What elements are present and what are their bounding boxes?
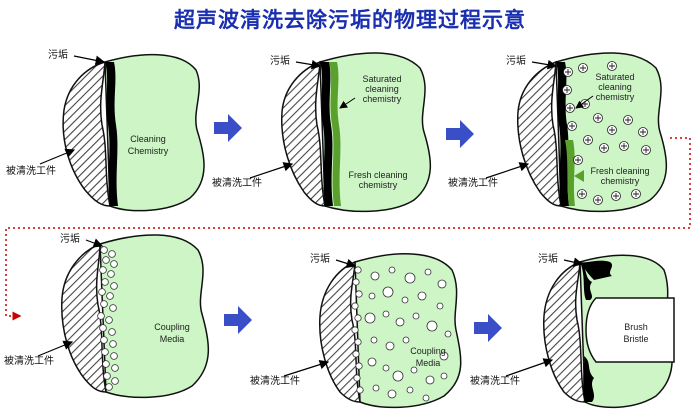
panel-3: Saturated cleaning chemistry Fresh clean… bbox=[448, 52, 668, 213]
flow-arrow-1 bbox=[214, 114, 242, 142]
plus-circle-icon bbox=[578, 63, 588, 73]
dirt-layer bbox=[105, 62, 118, 206]
panel-2-text-3: chemistry bbox=[363, 94, 402, 104]
panel-2-text-1: Saturated bbox=[362, 74, 401, 84]
panel-6-text-1: Brush bbox=[624, 322, 648, 332]
plus-circle-icon bbox=[573, 155, 583, 165]
dirt-label: 污垢 bbox=[270, 55, 290, 67]
panel-5: Coupling Media 污垢 被清洗工件 bbox=[250, 253, 462, 409]
panel-3-text-5: chemistry bbox=[601, 176, 640, 186]
workpiece-label: 被清洗工件 bbox=[250, 374, 300, 387]
coupling-bubble-layer bbox=[351, 266, 364, 394]
workpiece-label: 被清洗工件 bbox=[4, 354, 54, 367]
panel-2: Saturated cleaning chemistry Fresh clean… bbox=[212, 52, 432, 213]
liquid-region bbox=[354, 253, 462, 409]
flow-arrow-4 bbox=[474, 314, 502, 342]
dirt-label: 污垢 bbox=[538, 253, 558, 265]
dirt-layer bbox=[583, 356, 594, 402]
dirt-label: 污垢 bbox=[506, 55, 526, 67]
plus-circle-icon bbox=[638, 127, 648, 137]
panel-1-text-2: Chemistry bbox=[128, 146, 169, 156]
panel-2-text-5: chemistry bbox=[359, 180, 398, 190]
fresh-chemistry-pointer bbox=[574, 170, 584, 182]
workpiece-label: 被清洗工件 bbox=[448, 176, 498, 189]
plus-circle-icon bbox=[567, 121, 577, 131]
saturated-layer bbox=[329, 62, 341, 206]
panel-2-text-2: cleaning bbox=[365, 84, 399, 94]
dirt-label: 污垢 bbox=[310, 253, 330, 265]
plus-circle-icon bbox=[607, 61, 617, 71]
panel-4-text-2: Media bbox=[160, 334, 185, 344]
workpiece-hatched bbox=[543, 260, 586, 403]
plus-circle-icon bbox=[593, 113, 603, 123]
panel-4-text-1: Coupling bbox=[154, 322, 190, 332]
workpiece-hatched bbox=[62, 60, 111, 207]
workpiece-label: 被清洗工件 bbox=[470, 374, 520, 387]
panel-5-text-1: Coupling bbox=[410, 346, 446, 356]
workpiece-hatched bbox=[61, 242, 107, 393]
plus-circle-icon bbox=[631, 189, 641, 199]
workpiece-hatched bbox=[319, 260, 361, 403]
dirt-layer bbox=[580, 262, 592, 300]
liquid-region bbox=[99, 234, 210, 399]
dirt-label: 污垢 bbox=[48, 49, 68, 61]
plus-circle-icon bbox=[619, 141, 629, 151]
panel-2-text-4: Fresh cleaning bbox=[348, 170, 407, 180]
plus-circle-icon bbox=[563, 67, 573, 77]
panel-1-text-1: Cleaning bbox=[130, 134, 166, 144]
red-dotted-connector-icon bbox=[5, 137, 691, 321]
liquid-region bbox=[319, 52, 432, 213]
coupling-bubble-layer bbox=[97, 246, 119, 391]
dirt-layer bbox=[580, 260, 612, 280]
plus-circle-icon bbox=[641, 145, 651, 155]
plus-circle-icon bbox=[562, 85, 572, 95]
panel-1: Cleaning Chemistry 污垢 被清洗工件 bbox=[6, 49, 205, 212]
plus-circle-icon bbox=[611, 191, 621, 201]
panel-3-text-4: Fresh cleaning bbox=[590, 166, 649, 176]
saturated-layer bbox=[565, 140, 575, 206]
plus-circle-icon bbox=[607, 125, 617, 135]
flow-arrow-3 bbox=[224, 306, 252, 334]
plus-circle-icon bbox=[565, 103, 575, 113]
workpiece-label: 被清洗工件 bbox=[212, 176, 262, 189]
dirt-layer bbox=[320, 62, 333, 206]
panel-3-text-3: chemistry bbox=[596, 92, 635, 102]
flow-arrow-2 bbox=[446, 120, 474, 148]
panel-6-text-2: Bristle bbox=[623, 334, 648, 344]
dirt-layer bbox=[556, 62, 569, 206]
plus-circle-icon bbox=[623, 115, 633, 125]
panel-6: Brush Bristle 污垢 被清洗工件 bbox=[470, 253, 675, 409]
brush-bristle bbox=[585, 297, 675, 363]
dispersed-bubbles bbox=[364, 266, 452, 402]
plus-circle-icon bbox=[599, 143, 609, 153]
liquid-region bbox=[104, 53, 205, 212]
workpiece-hatched bbox=[517, 60, 562, 207]
panel-5-text-2: Media bbox=[416, 358, 441, 368]
dirt-label: 污垢 bbox=[60, 233, 80, 245]
panel-3-text-1: Saturated bbox=[595, 72, 634, 82]
panel-3-text-2: cleaning bbox=[598, 82, 632, 92]
workpiece-hatched bbox=[281, 60, 326, 207]
plus-circle-icon bbox=[593, 195, 603, 205]
workpiece-label: 被清洗工件 bbox=[6, 164, 56, 177]
panel-4: Coupling Media 污垢 被清洗工件 bbox=[4, 233, 210, 399]
page-title: 超声波清洗去除污垢的物理过程示意 bbox=[174, 8, 526, 32]
plus-circle-icon bbox=[583, 135, 593, 145]
plus-circle-icon bbox=[577, 189, 587, 199]
